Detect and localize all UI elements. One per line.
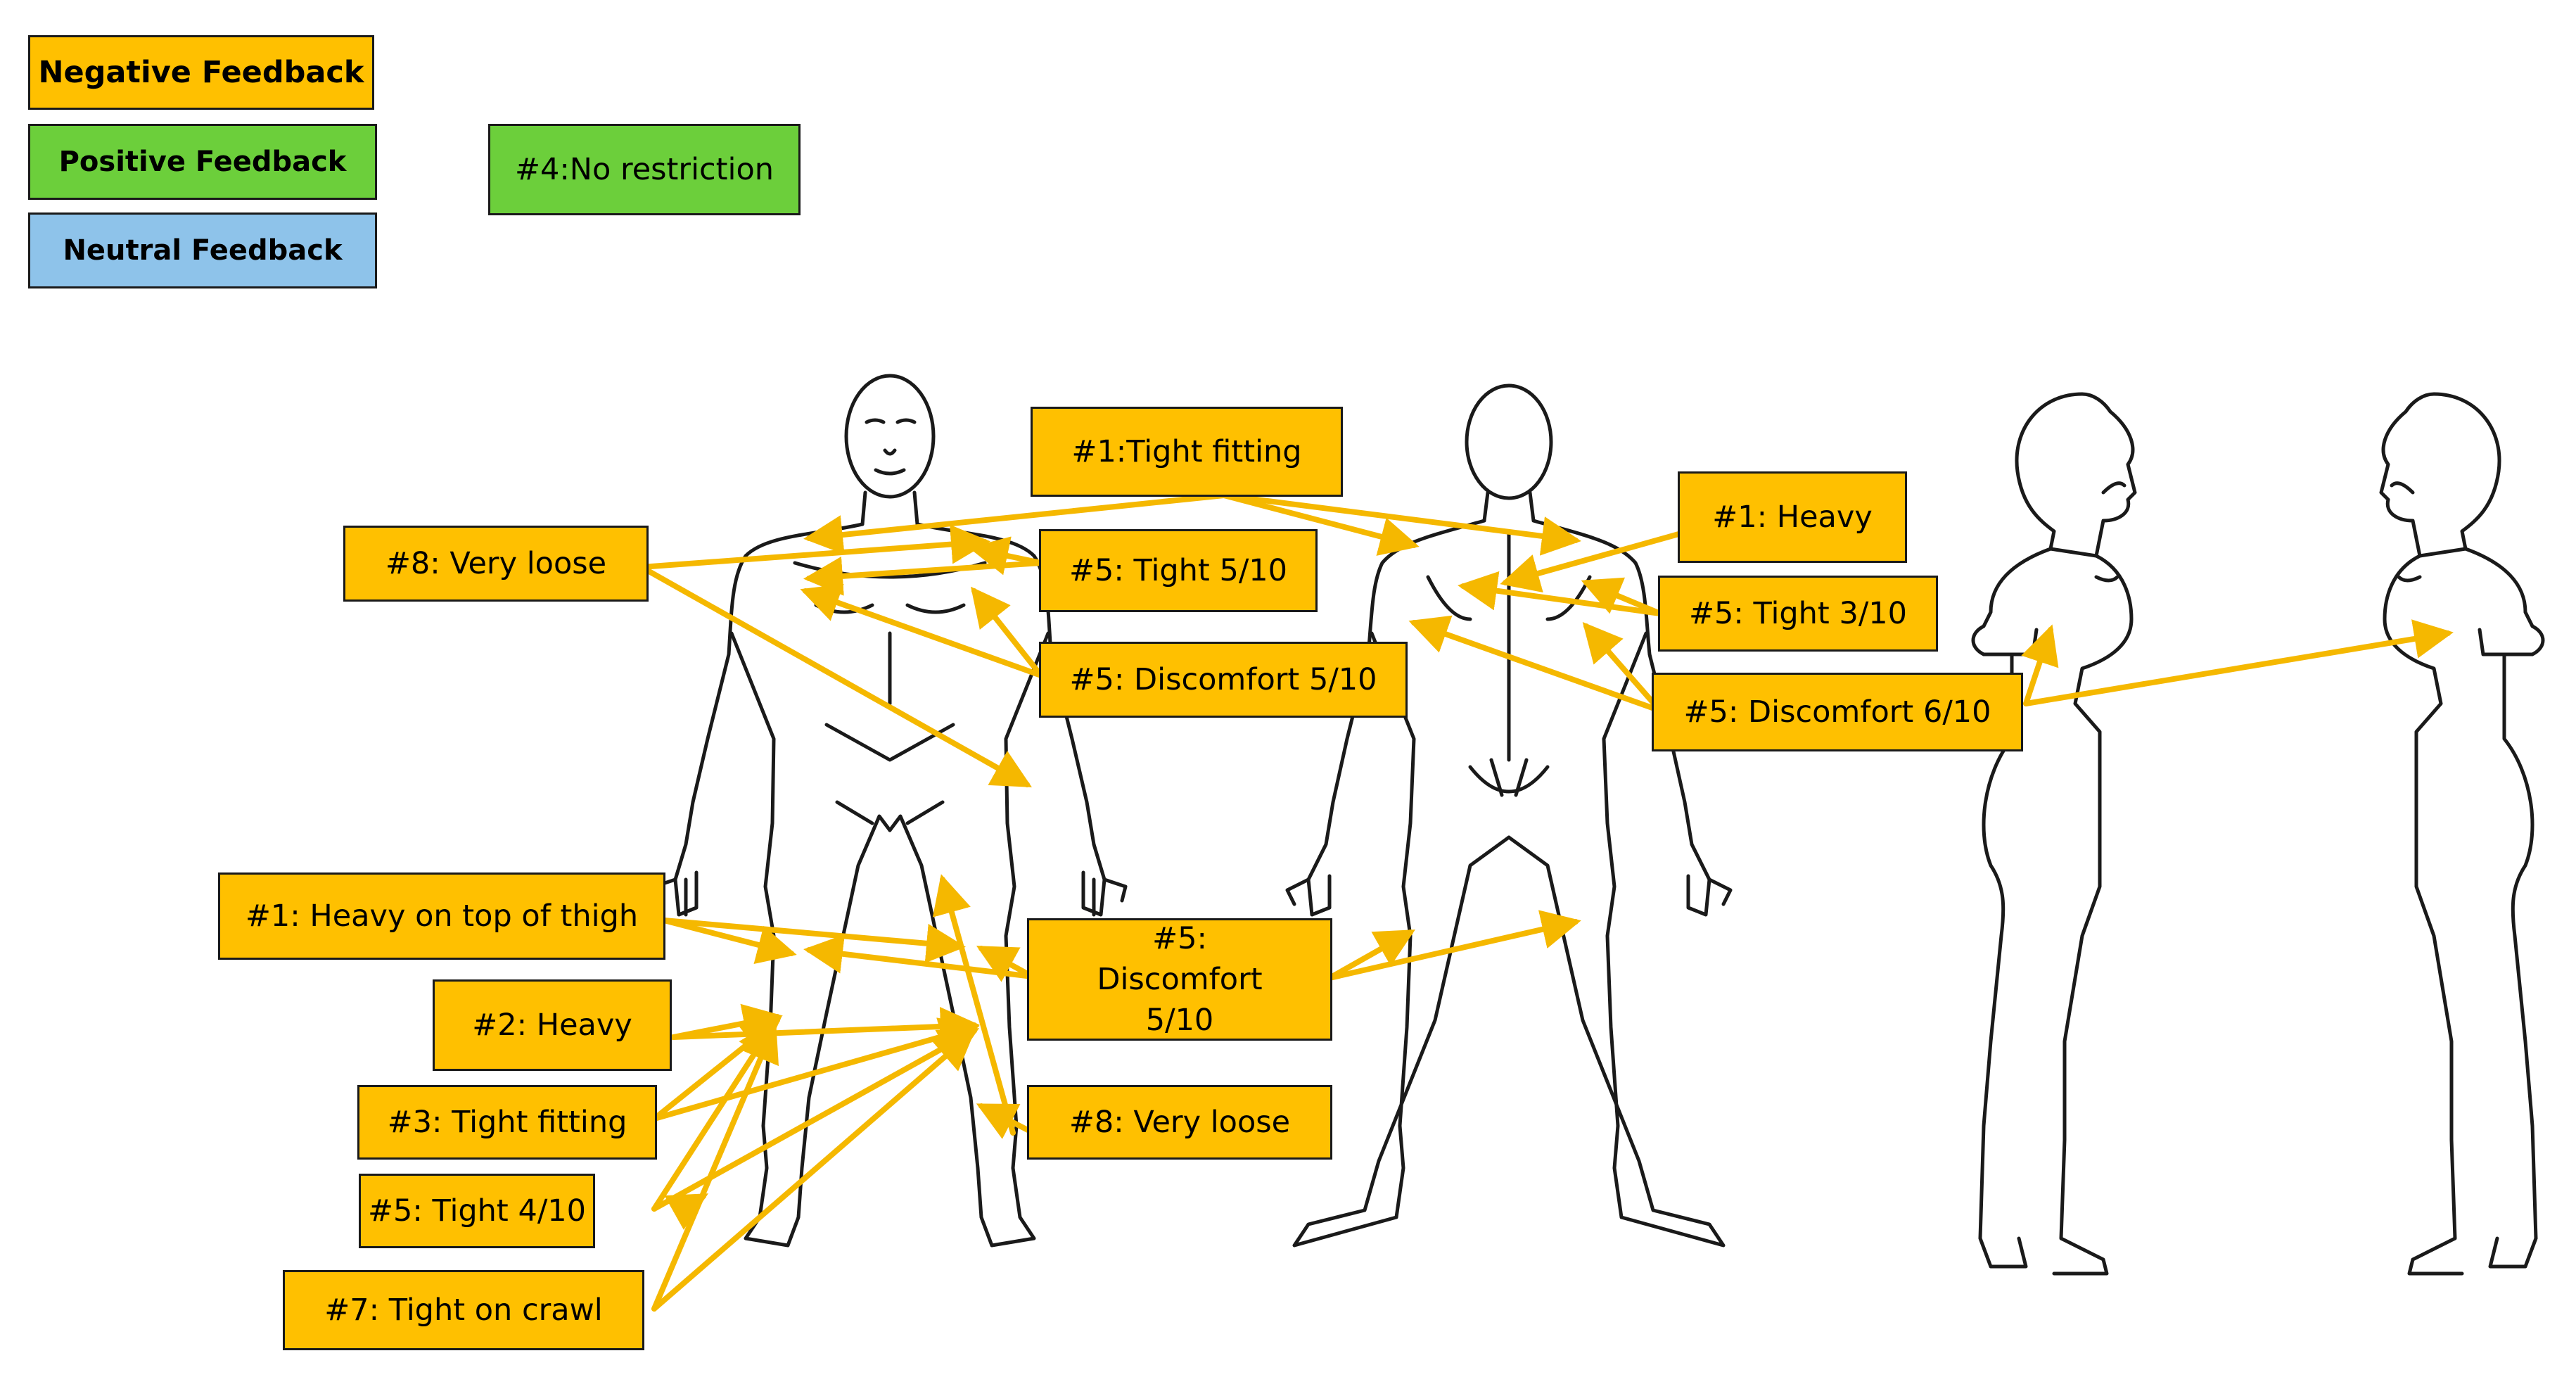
arrow <box>651 1028 979 1212</box>
arrow <box>932 874 1016 1136</box>
label-tight-3-10: #5: Tight 3/10 <box>1658 576 1938 652</box>
arrow <box>639 564 1032 787</box>
legend-positive-label: Positive Feedback <box>58 146 347 178</box>
feedback-arrows <box>639 493 2454 1312</box>
label-text: #5: Discomfort 6/10 <box>1683 694 1991 730</box>
label-very-loose-shoulder: #8: Very loose <box>343 526 649 602</box>
right-side-body-figure <box>2379 392 2545 1276</box>
arrow <box>661 918 797 965</box>
label-discomfort-5-10-chest: #5: Discomfort 5/10 <box>1039 642 1408 718</box>
label-heavy-on-top-of-thigh: #1: Heavy on top of thigh <box>218 872 665 960</box>
arrow <box>2021 624 2059 706</box>
arrow <box>969 536 1044 576</box>
arrow <box>664 1193 708 1230</box>
arrow <box>1408 615 1663 713</box>
label-text: #3: Tight fitting <box>387 1104 627 1140</box>
label-tight-5-10: #5: Tight 5/10 <box>1039 529 1318 612</box>
arrow <box>651 1030 976 1312</box>
arrow <box>971 586 1044 678</box>
label-discomfort-6-10: #5: Discomfort 6/10 <box>1652 673 2023 751</box>
arrow <box>1327 929 1415 981</box>
label-tight-fitting-top: #1:Tight fitting <box>1031 407 1343 497</box>
positive-note-label: #4:No restriction <box>514 151 774 187</box>
arrow <box>803 493 1227 554</box>
label-tight-fitting-legs: #3: Tight fitting <box>357 1085 657 1160</box>
label-text: #7: Tight on crawl <box>324 1292 603 1328</box>
arrow <box>1581 577 1663 616</box>
legend-neutral-label: Neutral Feedback <box>63 234 343 267</box>
label-discomfort-5-10-legs: #5: Discomfort 5/10 <box>1027 918 1332 1041</box>
legend-neutral: Neutral Feedback <box>28 212 377 288</box>
arrow <box>670 1006 980 1046</box>
label-very-loose-legs: #8: Very loose <box>1027 1085 1332 1160</box>
label-text: #8: Very loose <box>385 545 607 581</box>
label-text: #1: Heavy <box>1712 499 1873 535</box>
arrow <box>1582 621 1663 713</box>
arrow <box>1221 493 1420 556</box>
label-text: #1: Heavy on top of thigh <box>245 898 639 934</box>
label-text: #5: Tight 5/10 <box>1069 552 1288 588</box>
arrow <box>639 524 990 570</box>
label-tight-4-10: #5: Tight 4/10 <box>359 1174 595 1248</box>
arrow <box>651 1017 980 1122</box>
arrow <box>651 1022 779 1312</box>
label-text: #1:Tight fitting <box>1071 433 1302 469</box>
arrow <box>1327 910 1581 981</box>
arrow <box>976 1103 1033 1139</box>
legend-negative: Negative Feedback <box>28 35 374 110</box>
label-text: #2: Heavy <box>472 1007 632 1043</box>
arrow <box>803 934 1035 979</box>
label-text: #5: Tight 4/10 <box>367 1193 587 1229</box>
label-text: #5: Tight 3/10 <box>1688 595 1908 631</box>
positive-note-no-restriction: #4:No restriction <box>488 124 801 215</box>
label-text: #5: Discomfort 5/10 <box>1069 661 1377 697</box>
arrow <box>800 583 1044 678</box>
legend-positive: Positive Feedback <box>28 124 377 200</box>
label-text: #5: Discomfort 5/10 <box>1097 920 1263 1039</box>
arrow <box>1458 571 1663 616</box>
legend-negative-label: Negative Feedback <box>38 54 364 90</box>
label-heavy-back: #1: Heavy <box>1678 471 1907 563</box>
arrow <box>2023 619 2454 706</box>
arrow <box>661 918 966 963</box>
label-text: #8: Very loose <box>1069 1104 1291 1140</box>
label-heavy-legs: #2: Heavy <box>433 979 672 1071</box>
left-side-body-figure <box>1971 392 2137 1276</box>
arrow <box>976 946 1035 982</box>
label-tight-on-crawl: #7: Tight on crawl <box>283 1270 644 1350</box>
arrow <box>1221 493 1581 556</box>
arrow <box>1500 531 1684 593</box>
